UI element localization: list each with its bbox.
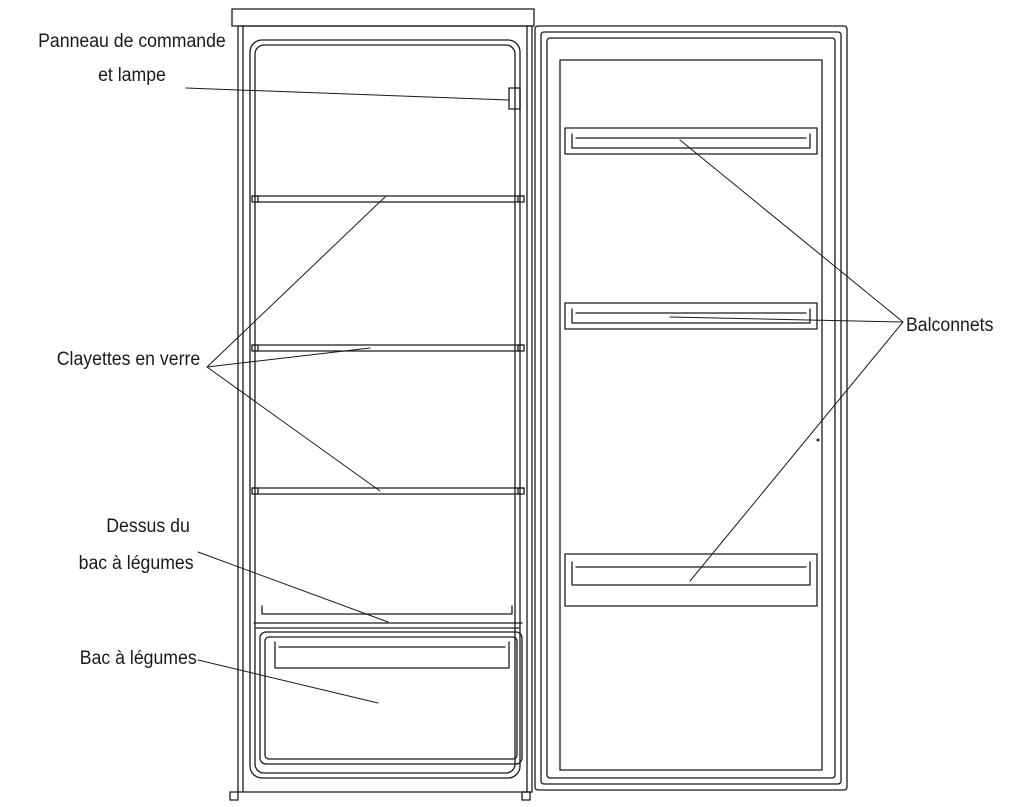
door-outer	[534, 25, 848, 791]
cabinet	[229, 8, 535, 801]
door-liner	[559, 59, 823, 771]
door-gasket-1	[540, 31, 842, 785]
label-control-panel-line1: Panneau de commande	[38, 31, 226, 52]
label-control-panel-line2: et lampe	[98, 65, 166, 86]
label-crisper-cover-line2: bac à légumes	[79, 553, 194, 574]
leader-crisper-cover	[197, 551, 389, 623]
door-small-dot	[816, 438, 820, 442]
leader-crisper	[197, 659, 379, 704]
glass-shelf-1	[251, 195, 525, 203]
foot-right	[521, 791, 531, 801]
cabinet-liner-inner	[254, 44, 516, 774]
door-balcony-3	[564, 553, 818, 607]
label-crisper-cover-line1: Dessus du	[106, 516, 190, 537]
glass-shelf-3	[251, 487, 525, 495]
leader-lines	[185, 87, 904, 704]
door-gasket-2	[546, 37, 836, 779]
cabinet-outer-body	[237, 25, 533, 793]
label-crisper: Bac à légumes	[80, 648, 197, 669]
leader-balcony-1	[679, 139, 904, 323]
crisper-drawer	[259, 631, 523, 765]
label-door-balconies: Balconnets	[906, 315, 994, 336]
cabinet-top-cap	[231, 8, 535, 27]
glass-shelf-2	[251, 344, 525, 352]
cabinet-liner-outer	[249, 39, 521, 779]
leader-shelf-1	[206, 196, 386, 368]
door-balcony-1	[564, 127, 818, 155]
leader-control-panel	[185, 87, 510, 101]
leader-balcony-3	[689, 321, 904, 582]
crisper-cover	[253, 605, 523, 629]
foot-left	[229, 791, 239, 801]
leader-balcony-2	[669, 316, 904, 323]
door	[534, 25, 848, 791]
leader-shelf-2	[206, 347, 371, 368]
door-balcony-2	[564, 302, 818, 330]
label-glass-shelves: Clayettes en verre	[56, 349, 200, 370]
leader-shelf-3	[206, 366, 381, 492]
control-panel-lamp	[508, 87, 521, 110]
